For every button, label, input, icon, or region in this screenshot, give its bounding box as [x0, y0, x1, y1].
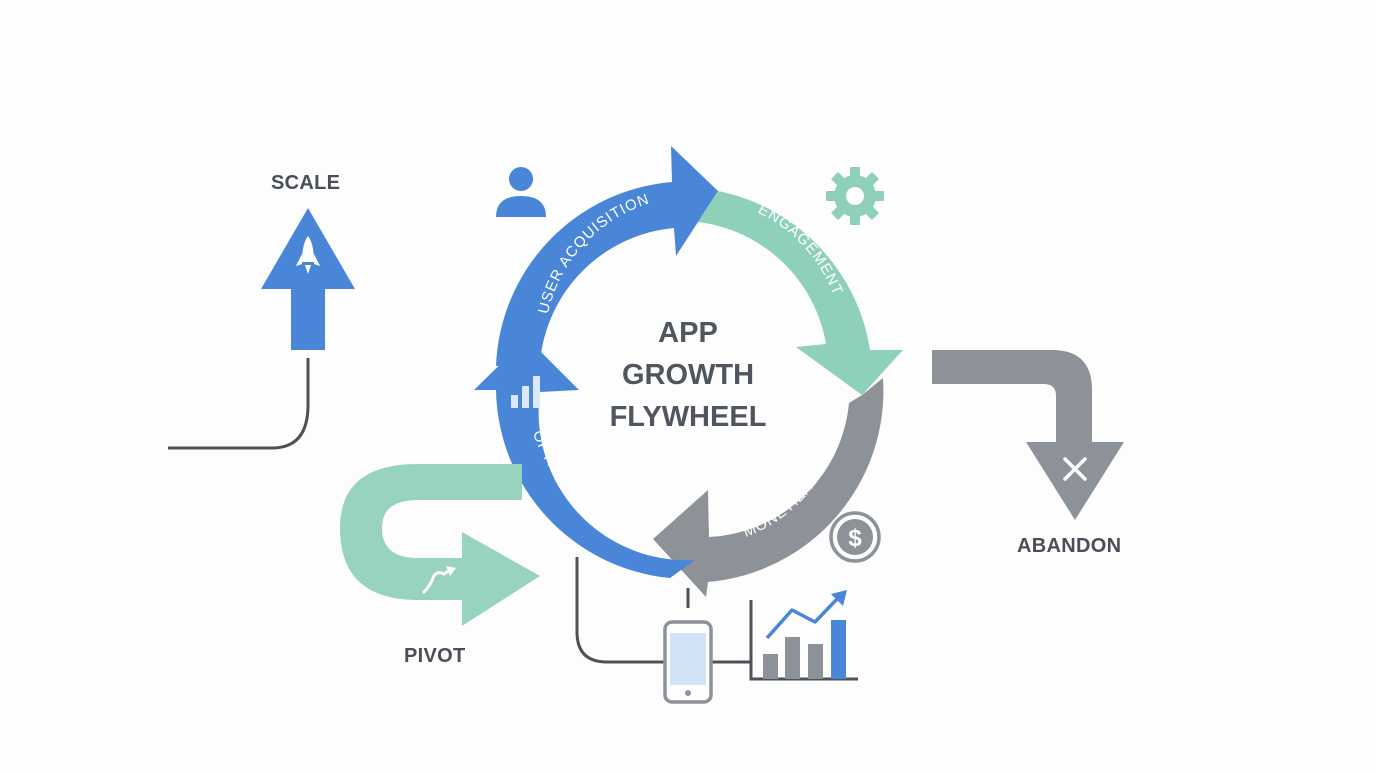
user-acquisition-arrow	[496, 146, 718, 366]
flywheel-title: APP GROWTH FLYWHEEL	[568, 312, 808, 438]
scale-connector	[168, 358, 310, 450]
growth-chart-icon	[749, 590, 858, 681]
pivot-arrow	[340, 464, 540, 626]
title-line-1: APP	[658, 317, 718, 349]
svg-text:$: $	[848, 525, 862, 552]
smartphone-icon	[663, 620, 713, 704]
title-line-2: GROWTH	[621, 359, 755, 391]
scale-label: SCALE	[271, 172, 341, 194]
scale-outcome	[168, 208, 355, 450]
x-icon	[1063, 457, 1087, 481]
optimization-arrow	[474, 338, 695, 578]
dollar-icon: $	[829, 511, 881, 563]
bar-chart-icon	[511, 376, 540, 408]
abandon-label: ABANDON	[1017, 535, 1122, 557]
abandon-outcome	[932, 350, 1124, 520]
title-line-3: FLYWHEEL	[609, 401, 767, 433]
gear-icon	[826, 167, 884, 225]
scale-arrow	[261, 208, 355, 350]
pivot-label: PIVOT	[404, 645, 466, 667]
monetization-arrow	[653, 378, 884, 597]
phone-connector-left	[575, 557, 665, 664]
rocket-icon	[296, 236, 320, 274]
user-icon	[496, 167, 546, 217]
engagement-arrow	[698, 191, 903, 395]
squiggle-arrow-icon	[422, 568, 452, 594]
abandon-arrow	[932, 350, 1124, 520]
pivot-outcome	[340, 464, 540, 626]
